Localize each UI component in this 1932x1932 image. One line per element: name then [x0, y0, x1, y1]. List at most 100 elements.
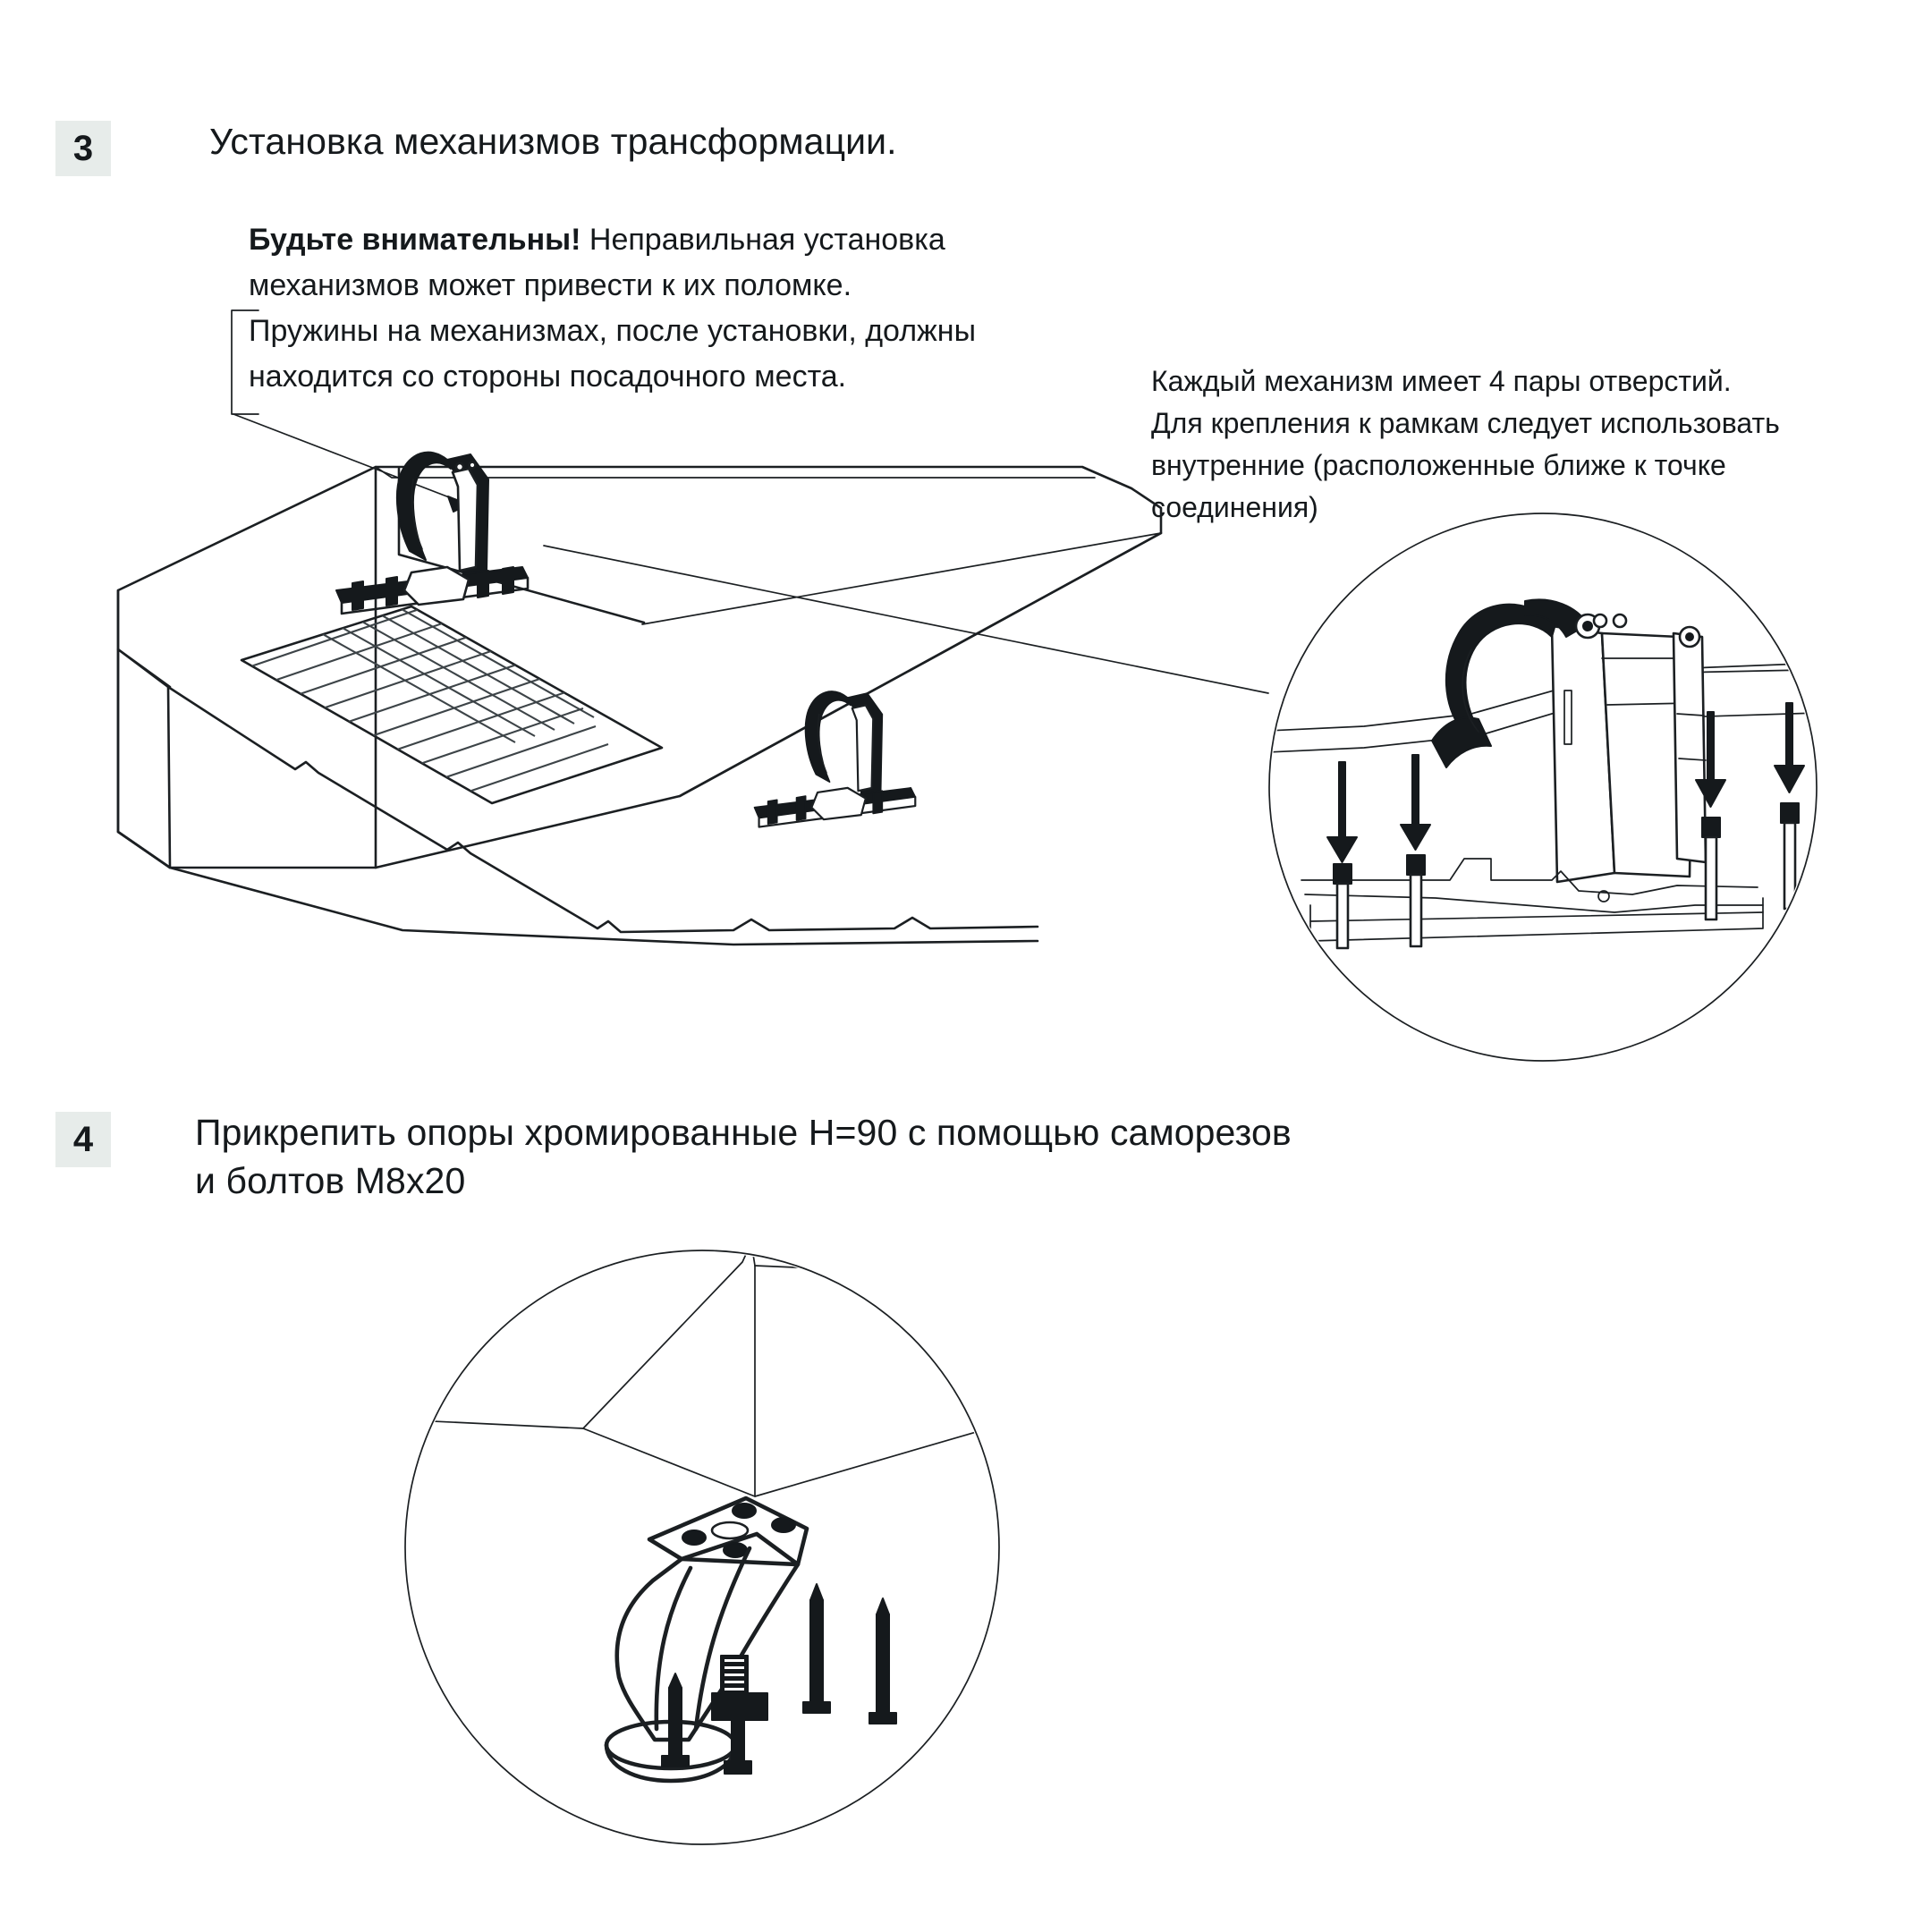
- mechanism-1-upright-inner: [451, 467, 479, 572]
- detail-rail-line: [1309, 911, 1764, 922]
- detail-lever-top: [1524, 598, 1589, 638]
- detail-link-bar-line-2: [1678, 758, 1707, 761]
- mechanism-1-tab-c: [477, 570, 489, 598]
- detail-bolt-1: [1333, 863, 1352, 950]
- detail-rail-hole: [1597, 890, 1610, 902]
- detail-lower-plate-contour-2: [1304, 894, 1764, 913]
- base-back-lip: [375, 466, 1096, 479]
- mechanism-detail-circle-drawing: [1268, 513, 1818, 1062]
- leg-foot-pad: [604, 1719, 738, 1771]
- detail-bolt-4: [1780, 802, 1800, 911]
- leg-circle-outline: [404, 1250, 1000, 1845]
- mesh-panel: [240, 605, 664, 805]
- sofa-corner-right-edge: [754, 1265, 997, 1279]
- warning-line-4: находится со стороны посадочного места.: [249, 360, 847, 394]
- step-3-warning-text: Будьте внимательны! Неправильная установ…: [249, 217, 1107, 400]
- warning-line-1: Будьте внимательны! Неправильная установ…: [249, 217, 1107, 263]
- connector-line-upper: [543, 545, 1269, 694]
- base-front-rail-outer: [166, 685, 1039, 934]
- detail-lever-pivot: [1574, 613, 1601, 640]
- mechanism-1-tab-a: [352, 580, 364, 611]
- base-corner-line: [116, 830, 172, 869]
- mechanism-2-upright-inner: [851, 704, 875, 792]
- mechanism-2-tab-c: [872, 790, 884, 815]
- step-4-header: 4 Прикрепить опоры хромированные H=90 с …: [55, 1112, 1292, 1205]
- base-right-seam: [678, 531, 1163, 798]
- mechanism-1-body: [402, 565, 470, 606]
- transformation-mechanism-1: [335, 451, 530, 615]
- detail-hole-a: [1592, 613, 1608, 629]
- detail-circle-outline: [1268, 513, 1818, 1062]
- mechanism-1-rail: [335, 566, 529, 604]
- leg-screw-hole-1: [682, 1530, 707, 1546]
- base-seat-seam: [641, 532, 1162, 625]
- mechanism-2-rail: [753, 787, 917, 819]
- sofa-corner-top-seam: [743, 1252, 756, 1267]
- detail-lever-pivot-dot: [1582, 621, 1593, 631]
- arrow-head-icon: [447, 496, 469, 513]
- holes-note-line-3: внутренние (расположенные ближе к точке: [1151, 449, 1726, 481]
- detail-view-connector: [543, 545, 1269, 694]
- step-4-badge: 4: [55, 1112, 111, 1167]
- screw-2: [869, 1597, 897, 1724]
- leg-screw-hole-3: [771, 1517, 796, 1533]
- detail-frame-top-edge: [1271, 661, 1815, 733]
- detail-arrow-4: [1774, 702, 1805, 793]
- mechanism-1-rail-side: [340, 576, 530, 615]
- mechanism-1-tab-d: [502, 566, 514, 595]
- detail-arrow-3: [1695, 711, 1726, 808]
- leg-screw-hole-4: [723, 1542, 748, 1558]
- detail-frame-top-edge-2: [1271, 691, 1624, 754]
- step-3-title: Установка механизмов трансформации.: [209, 121, 897, 162]
- detail-arrow-2: [1400, 754, 1431, 851]
- step-3-header: 3 Установка механизмов трансформации.: [55, 121, 897, 176]
- sofa-base-isometric-drawing: [116, 451, 1163, 946]
- holes-note-line-1: Каждый механизм имеет 4 пары отверстий.: [1151, 365, 1732, 397]
- mechanism-2-upright: [846, 692, 884, 795]
- leg-body: [614, 1531, 801, 1742]
- base-left-thickness: [116, 589, 172, 869]
- detail-link-pivot-dot: [1685, 632, 1694, 641]
- detail-spring-lever-foot: [1431, 716, 1492, 768]
- screw-1: [802, 1583, 831, 1714]
- mechanism-2-tab-a: [767, 799, 778, 826]
- leg-highlight-2: [693, 1546, 752, 1732]
- detail-bolt-2: [1406, 854, 1426, 948]
- mechanism-2-spring-arm: [804, 691, 852, 784]
- leg-center-bolt-hole: [710, 1521, 750, 1540]
- warning-line-3: Пружины на механизмах, после установки, …: [249, 314, 977, 348]
- base-panel-seam-diagonal: [397, 467, 646, 624]
- warning-line-1-rest: Неправильная установка: [580, 223, 945, 257]
- mechanism-1-upright: [446, 453, 489, 575]
- base-front-rail-bottom: [168, 866, 1039, 946]
- detail-mech-column: [1550, 624, 1616, 884]
- detail-bolt-3: [1701, 817, 1721, 921]
- step-3-badge: 3: [55, 121, 111, 176]
- holes-note-line-2: Для крепления к рамкам следует использов…: [1151, 407, 1780, 439]
- leg-mount-plate: [647, 1496, 809, 1567]
- mechanism-2-spring-line: [817, 713, 827, 774]
- mechanism-1-pivot-a: [454, 462, 465, 472]
- step-4-title: Прикрепить опоры хромированные H=90 с по…: [195, 1112, 1292, 1202]
- mechanism-2-rail-side: [758, 795, 917, 828]
- mesh-grid-lines: [242, 606, 662, 803]
- mechanism-1-spring-arm: [395, 451, 452, 561]
- holes-note-line-4: соединения): [1151, 491, 1318, 523]
- bolt-washer: [661, 1673, 690, 1767]
- transformation-mechanism-2: [753, 691, 917, 828]
- bolt-m8x20: [711, 1655, 768, 1775]
- leg-highlight-1: [654, 1565, 693, 1732]
- mechanism-1-spring-line: [411, 479, 423, 550]
- leg-foot-pad-side: [604, 1742, 738, 1784]
- base-left-edge-line: [116, 648, 172, 689]
- warning-line-2: механизмов может привести к их поломке.: [249, 268, 852, 302]
- detail-link-bar: [1672, 631, 1707, 864]
- detail-frame-right-block: [1676, 668, 1815, 718]
- detail-mech-plate: [1600, 631, 1695, 878]
- detail-spring-inner-line: [1462, 648, 1479, 733]
- detail-rail-body: [1309, 897, 1764, 942]
- detail-arrow-1: [1326, 761, 1358, 863]
- mechanism-1-pivot-b: [468, 461, 477, 470]
- mechanism-holes-note: Каждый механизм имеет 4 пары отверстий. …: [1151, 360, 1831, 529]
- mesh-panel-outline: [240, 605, 664, 805]
